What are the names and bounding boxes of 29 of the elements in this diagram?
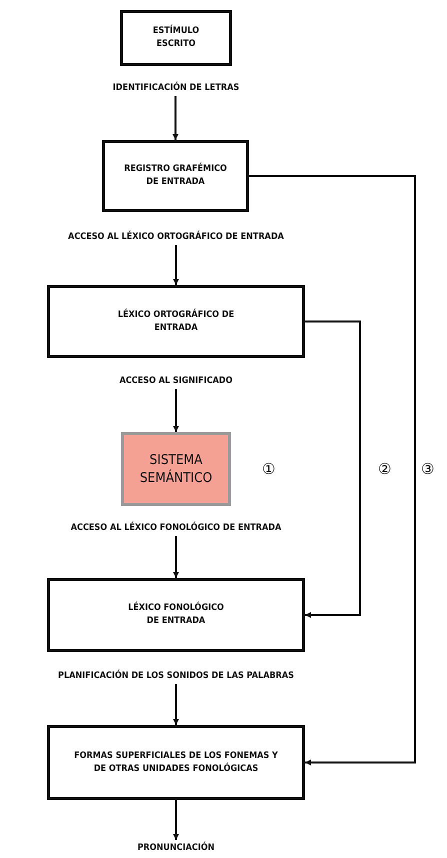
box-text: REGISTRO GRAFÉMICO DE ENTRADA bbox=[123, 163, 228, 189]
arrow bbox=[249, 175, 416, 766]
box-text: SISTEMA SEMÁNTICO bbox=[138, 450, 214, 488]
route-number: ③ bbox=[421, 460, 434, 478]
step-label: ACCESO AL LÉXICO ORTOGRÁFICO DE ENTRADA bbox=[68, 230, 284, 244]
process-box bbox=[47, 725, 305, 800]
box-text: LÉXICO FONOLÓGICO DE ENTRADA bbox=[127, 602, 225, 628]
step-label: ACCESO AL SIGNIFICADO bbox=[119, 374, 233, 388]
arrow bbox=[305, 320, 361, 618]
arrow bbox=[173, 536, 179, 578]
box-text: FORMAS SUPERFICIALES DE LOS FONEMAS Y DE OTRAS UNIDADES FONOLÓGICAS bbox=[73, 750, 279, 776]
step-label: PLANIFICACIÓN DE LOS SONIDOS DE LAS PALABRAS bbox=[58, 670, 294, 682]
process-box bbox=[120, 10, 232, 66]
step-label: ACCESO AL LÉXICO FONOLÓGICO DE ENTRADA bbox=[70, 522, 282, 534]
box-text: LÉXICO ORTOGRÁFICO DE ENTRADA bbox=[116, 308, 236, 334]
arrow bbox=[173, 800, 179, 840]
process-box bbox=[47, 578, 305, 652]
arrow bbox=[172, 96, 178, 140]
arrow bbox=[173, 389, 179, 432]
arrow bbox=[173, 245, 179, 285]
semantic-system-box bbox=[121, 432, 231, 506]
step-label: IDENTIFICACIÓN DE LETRAS bbox=[112, 82, 240, 94]
process-box bbox=[102, 140, 249, 212]
process-box bbox=[47, 285, 305, 358]
step-label: PRONUNCIACIÓN bbox=[137, 842, 214, 854]
route-number: ② bbox=[378, 460, 392, 478]
box-text: ESTÍMULO ESCRITO bbox=[152, 25, 200, 51]
route-number: ① bbox=[262, 460, 276, 478]
arrow bbox=[173, 684, 179, 725]
